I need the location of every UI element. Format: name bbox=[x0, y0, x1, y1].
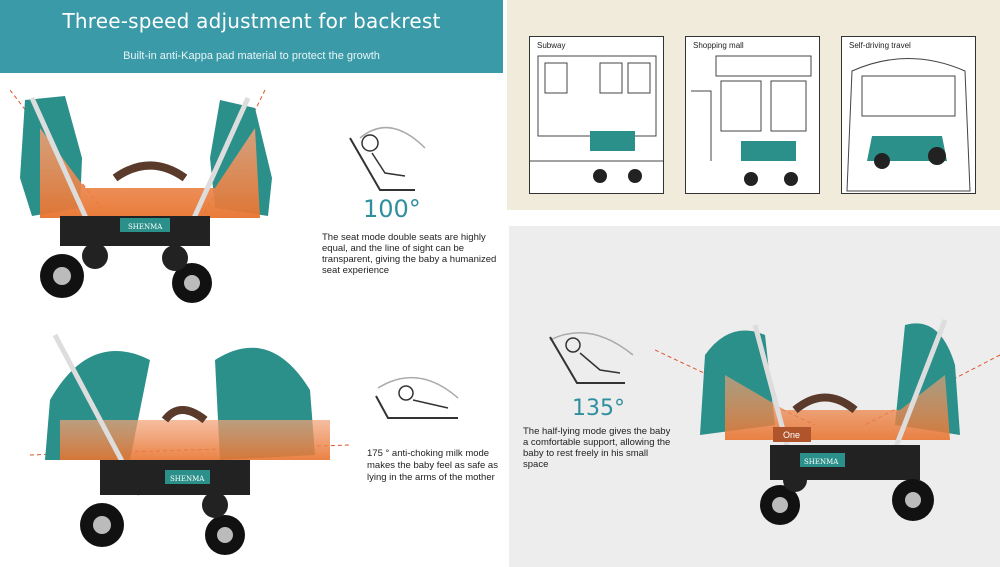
mall-illustration bbox=[691, 55, 812, 186]
mode-description-seat: The seat mode double seats are highly eq… bbox=[322, 232, 497, 276]
scenario-label: Self-driving travel bbox=[849, 41, 911, 50]
scenario-label: Subway bbox=[537, 41, 566, 50]
mode-description-lying: 175 ° anti-choking milk mode makes the b… bbox=[367, 448, 498, 483]
usage-scenarios-panel: Subway Shopping mall Self-driving travel bbox=[507, 0, 1000, 210]
brand-label-3: SHENMA bbox=[804, 458, 839, 466]
subway-illustration bbox=[530, 55, 663, 183]
tag-one: One bbox=[783, 430, 800, 440]
scenario-self-driving-travel: Self-driving travel bbox=[841, 36, 976, 194]
brand-label-2: SHENMA bbox=[170, 475, 205, 483]
angle-100: 100° bbox=[363, 195, 421, 223]
scenario-subway: Subway bbox=[529, 36, 664, 194]
header-banner: Three-speed adjustment for backrest Buil… bbox=[0, 0, 503, 73]
scenario-shopping-mall: Shopping mall bbox=[685, 36, 820, 194]
scenario-label: Shopping mall bbox=[693, 41, 744, 50]
car-trunk-illustration bbox=[846, 58, 971, 192]
mode-description-half-lying: The half-lying mode gives the baby a com… bbox=[523, 426, 671, 470]
brand-label: SHENMA bbox=[128, 223, 163, 231]
stroller-half-lying-image: One SHENMA bbox=[655, 319, 1000, 525]
baby-recline-icon bbox=[549, 332, 634, 384]
banner-subtitle: Built-in anti-Kappa pad material to prot… bbox=[123, 50, 380, 62]
stroller-lying-mode-image: SHENMA bbox=[30, 333, 351, 555]
banner-title: Three-speed adjustment for backrest bbox=[62, 9, 441, 33]
baby-lying-icon bbox=[375, 376, 459, 419]
baby-seat-icon bbox=[349, 126, 426, 191]
angle-135: 135° bbox=[572, 396, 625, 421]
stroller-seat-mode-image: SHENMA bbox=[10, 89, 272, 303]
